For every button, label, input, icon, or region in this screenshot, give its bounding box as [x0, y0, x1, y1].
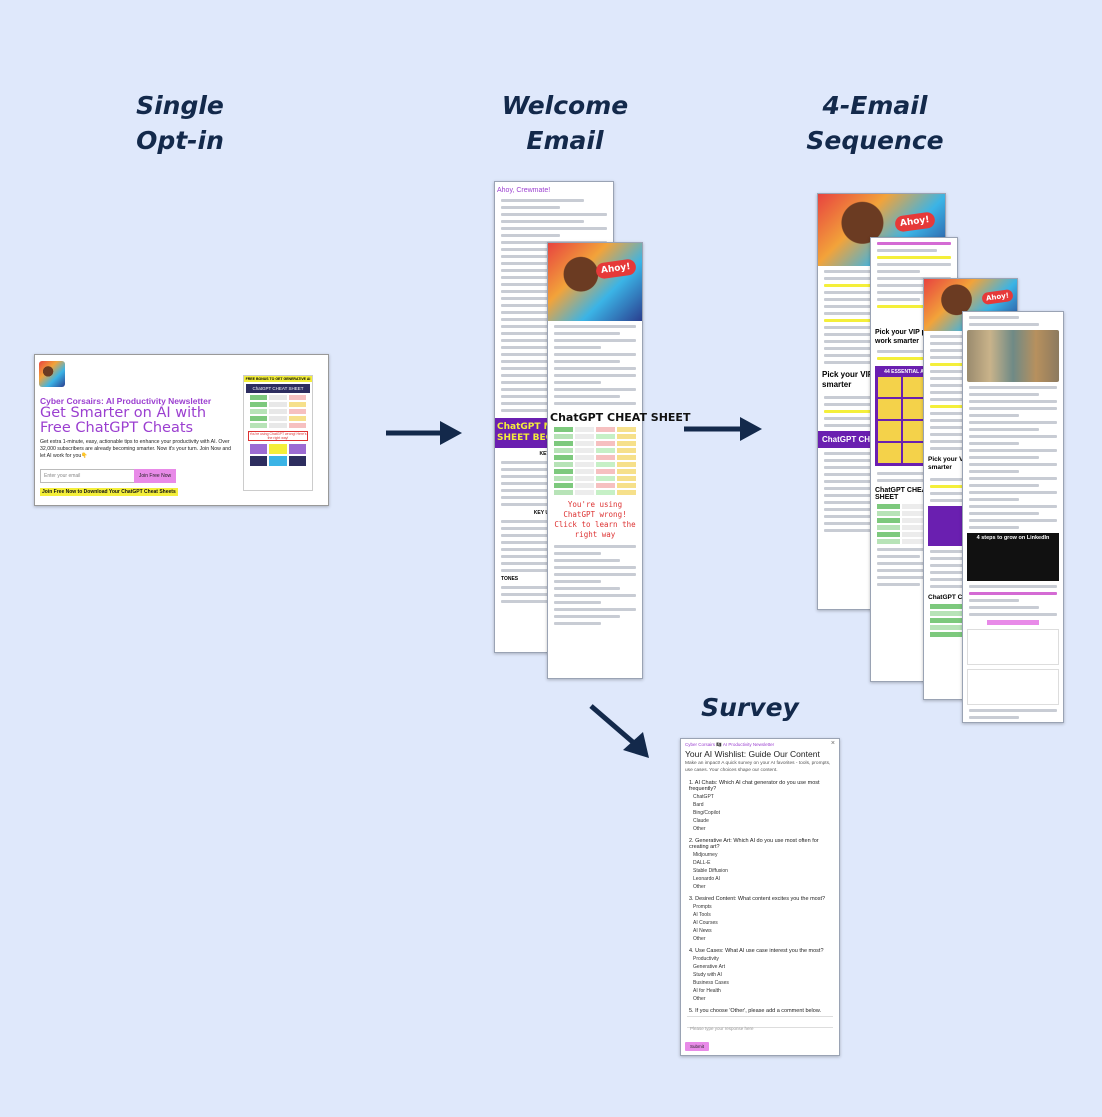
- survey-option[interactable]: Stable Diffusion: [693, 868, 728, 874]
- welcome-email-page-front: Ahoy! ChatGPT CHEAT SHEET You're using C…: [547, 242, 691, 679]
- survey-option[interactable]: Bard: [693, 802, 704, 808]
- survey-option[interactable]: Study with AI: [693, 972, 722, 978]
- survey-option[interactable]: Productivity: [693, 956, 719, 962]
- stage-title-line: Email: [526, 126, 604, 155]
- tones-heading: TONES: [501, 576, 519, 582]
- pirate-logo-icon: [39, 361, 65, 387]
- email-input[interactable]: Enter your email: [40, 469, 136, 483]
- stage-title-optin: Single Opt-in: [100, 88, 260, 158]
- survey-option[interactable]: Other: [693, 884, 706, 890]
- optin-headline: Get Smarter on AI with Free ChatGPT Chea…: [40, 405, 207, 436]
- cheatsheet-heading: ChatGPT CHEAT SHEET: [550, 411, 691, 424]
- essential-tools-heading: 44 ESSENTIAL AI TOOLS: [884, 369, 944, 375]
- cheatsheet-preview: FREE BONUS TO GET GENERATIVE AI ChatGPT …: [243, 375, 313, 491]
- ahoy-badge: Ahoy!: [595, 258, 637, 280]
- linkedin-banner: 4 steps to grow on LinkedIn: [967, 533, 1059, 581]
- stage-title-welcome: Welcome Email: [480, 88, 650, 158]
- pirate-header-image: Ahoy!: [548, 243, 642, 321]
- download-cta[interactable]: Join Free Now to Download Your ChatGPT C…: [40, 488, 178, 496]
- survey-option[interactable]: AI News: [693, 928, 712, 934]
- survey-option[interactable]: ChatGPT: [693, 794, 714, 800]
- optin-landing-page: Cyber Corsairs: AI Productivity Newslett…: [34, 354, 329, 506]
- robots-image: [967, 330, 1059, 382]
- survey-option[interactable]: Midjourney: [693, 852, 718, 858]
- survey-title: Your AI Wishlist: Guide Our Content: [685, 749, 820, 759]
- survey-question: 2. Generative Art: Which AI do you use m…: [681, 838, 839, 890]
- survey-question: 3. Desired Content: What content excites…: [681, 896, 839, 942]
- survey-option[interactable]: Leonardo AI: [693, 876, 720, 882]
- stage-title-line: Sequence: [806, 126, 944, 155]
- ahoy-badge: Ahoy!: [894, 211, 936, 233]
- brand-name: Cyber Corsairs: AI Productivity Newslett…: [40, 396, 212, 406]
- survey-option[interactable]: Other: [693, 826, 706, 832]
- survey-breadcrumb: Cyber Corsairs 🏴‍☠️ AI Productivity News…: [685, 742, 775, 747]
- survey-option[interactable]: AI Tools: [693, 912, 711, 918]
- arrow-optin-to-welcome: [386, 421, 462, 445]
- welcome-greeting: Ahoy, Crewmate!: [497, 187, 551, 194]
- close-icon[interactable]: ×: [830, 740, 835, 747]
- survey-comment-input[interactable]: Please type your response here: [687, 1016, 833, 1031]
- survey-submit-button[interactable]: Submit: [685, 1042, 710, 1051]
- survey-option[interactable]: Generative Art: [693, 964, 725, 970]
- survey-option[interactable]: Business Cases: [693, 980, 729, 986]
- stage-title-sequence: 4-Email Sequence: [790, 88, 960, 158]
- arrow-welcome-to-sequence: [684, 417, 762, 441]
- survey-option[interactable]: Other: [693, 996, 706, 1002]
- linkedin-heading: 4 steps to grow on LinkedIn: [976, 535, 1050, 541]
- optin-body: Get extra 1-minute, easy, actionable tip…: [40, 439, 231, 459]
- survey-option[interactable]: AI Courses: [693, 920, 718, 926]
- email-placeholder: Enter your email: [44, 473, 81, 479]
- survey-option[interactable]: Claude: [693, 818, 709, 824]
- survey-option[interactable]: Prompts: [693, 904, 712, 910]
- survey-comment-label: 5. If you choose 'Other', please add a c…: [689, 1008, 822, 1014]
- survey-question: 1. AI Chats: Which AI chat generator do …: [681, 780, 839, 832]
- survey-option[interactable]: AI for Health: [693, 988, 721, 994]
- survey-form: × Cyber Corsairs 🏴‍☠️ AI Productivity Ne…: [680, 738, 840, 1056]
- stage-title-line: Survey: [701, 693, 799, 722]
- stage-title-survey: Survey: [680, 690, 820, 725]
- sequence-email-4: 4 steps to grow on LinkedIn: [962, 311, 1064, 723]
- comment-placeholder: Please type your response here: [690, 1026, 754, 1031]
- stage-title-line: Single: [136, 91, 224, 120]
- cheatsheet-note: You're using ChatGPT wrong! Here's the r…: [248, 431, 308, 441]
- stage-title-line: 4-Email: [822, 91, 928, 120]
- stage-title-line: Opt-in: [136, 126, 224, 155]
- join-free-button[interactable]: Join Free Now: [134, 469, 176, 483]
- survey-intro: Make an impact! A quick survey on your A…: [685, 761, 831, 773]
- wrong-way-link[interactable]: You're using ChatGPT wrong! Click to lea…: [554, 500, 636, 539]
- cheatsheet-heading: ChatGPT CHEAT SHEET: [875, 487, 931, 501]
- survey-option[interactable]: Bing/Copilot: [693, 810, 720, 816]
- stage-title-line: Welcome: [501, 91, 629, 120]
- cheatsheet-title: ChatGPT CHEAT SHEET: [246, 384, 310, 393]
- ahoy-badge: Ahoy!: [981, 288, 1014, 306]
- survey-option[interactable]: Other: [693, 936, 706, 942]
- survey-question: 4. Use Cases: What AI use case interest …: [681, 948, 839, 1002]
- arrow-welcome-to-survey: [589, 704, 649, 758]
- cheatsheet-banner: FREE BONUS TO GET GENERATIVE AI: [244, 376, 312, 382]
- survey-option[interactable]: DALL-E: [693, 860, 711, 866]
- vip-heading: Pick your VIP plan to work smarter: [875, 329, 945, 345]
